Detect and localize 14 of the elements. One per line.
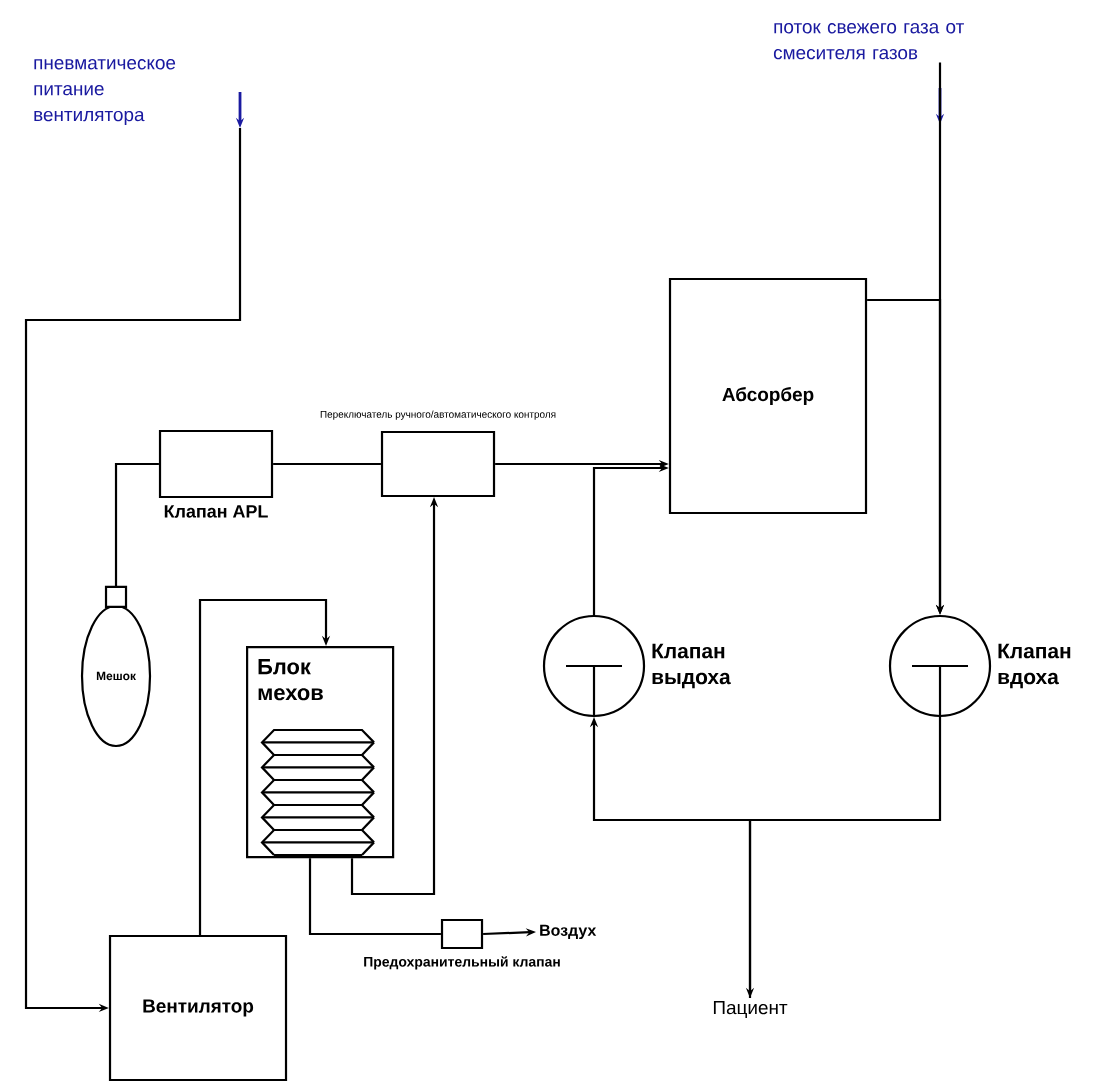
- connector-line: [198, 598, 331, 935]
- text-label: пневматическое питание вентилятора: [34, 59, 176, 125]
- node-label: Клапан вдоха: [998, 643, 1071, 689]
- bellows-box: Блок мехов: [246, 646, 395, 859]
- connector-line: [114, 462, 159, 587]
- absorber-box: Абсорбер: [668, 277, 868, 515]
- ventilator-box: Вентилятор: [108, 934, 288, 1082]
- connector-line: [273, 462, 381, 466]
- node-label: Клапан выдоха: [652, 643, 731, 689]
- text-label: поток свежего газа от смесителя газов: [773, 23, 964, 60]
- node-label: Клапан APL: [164, 505, 268, 518]
- connector-line: [308, 858, 441, 936]
- text-label: Пациент: [713, 1001, 788, 1018]
- valve-box: Клапан APL: [158, 429, 274, 518]
